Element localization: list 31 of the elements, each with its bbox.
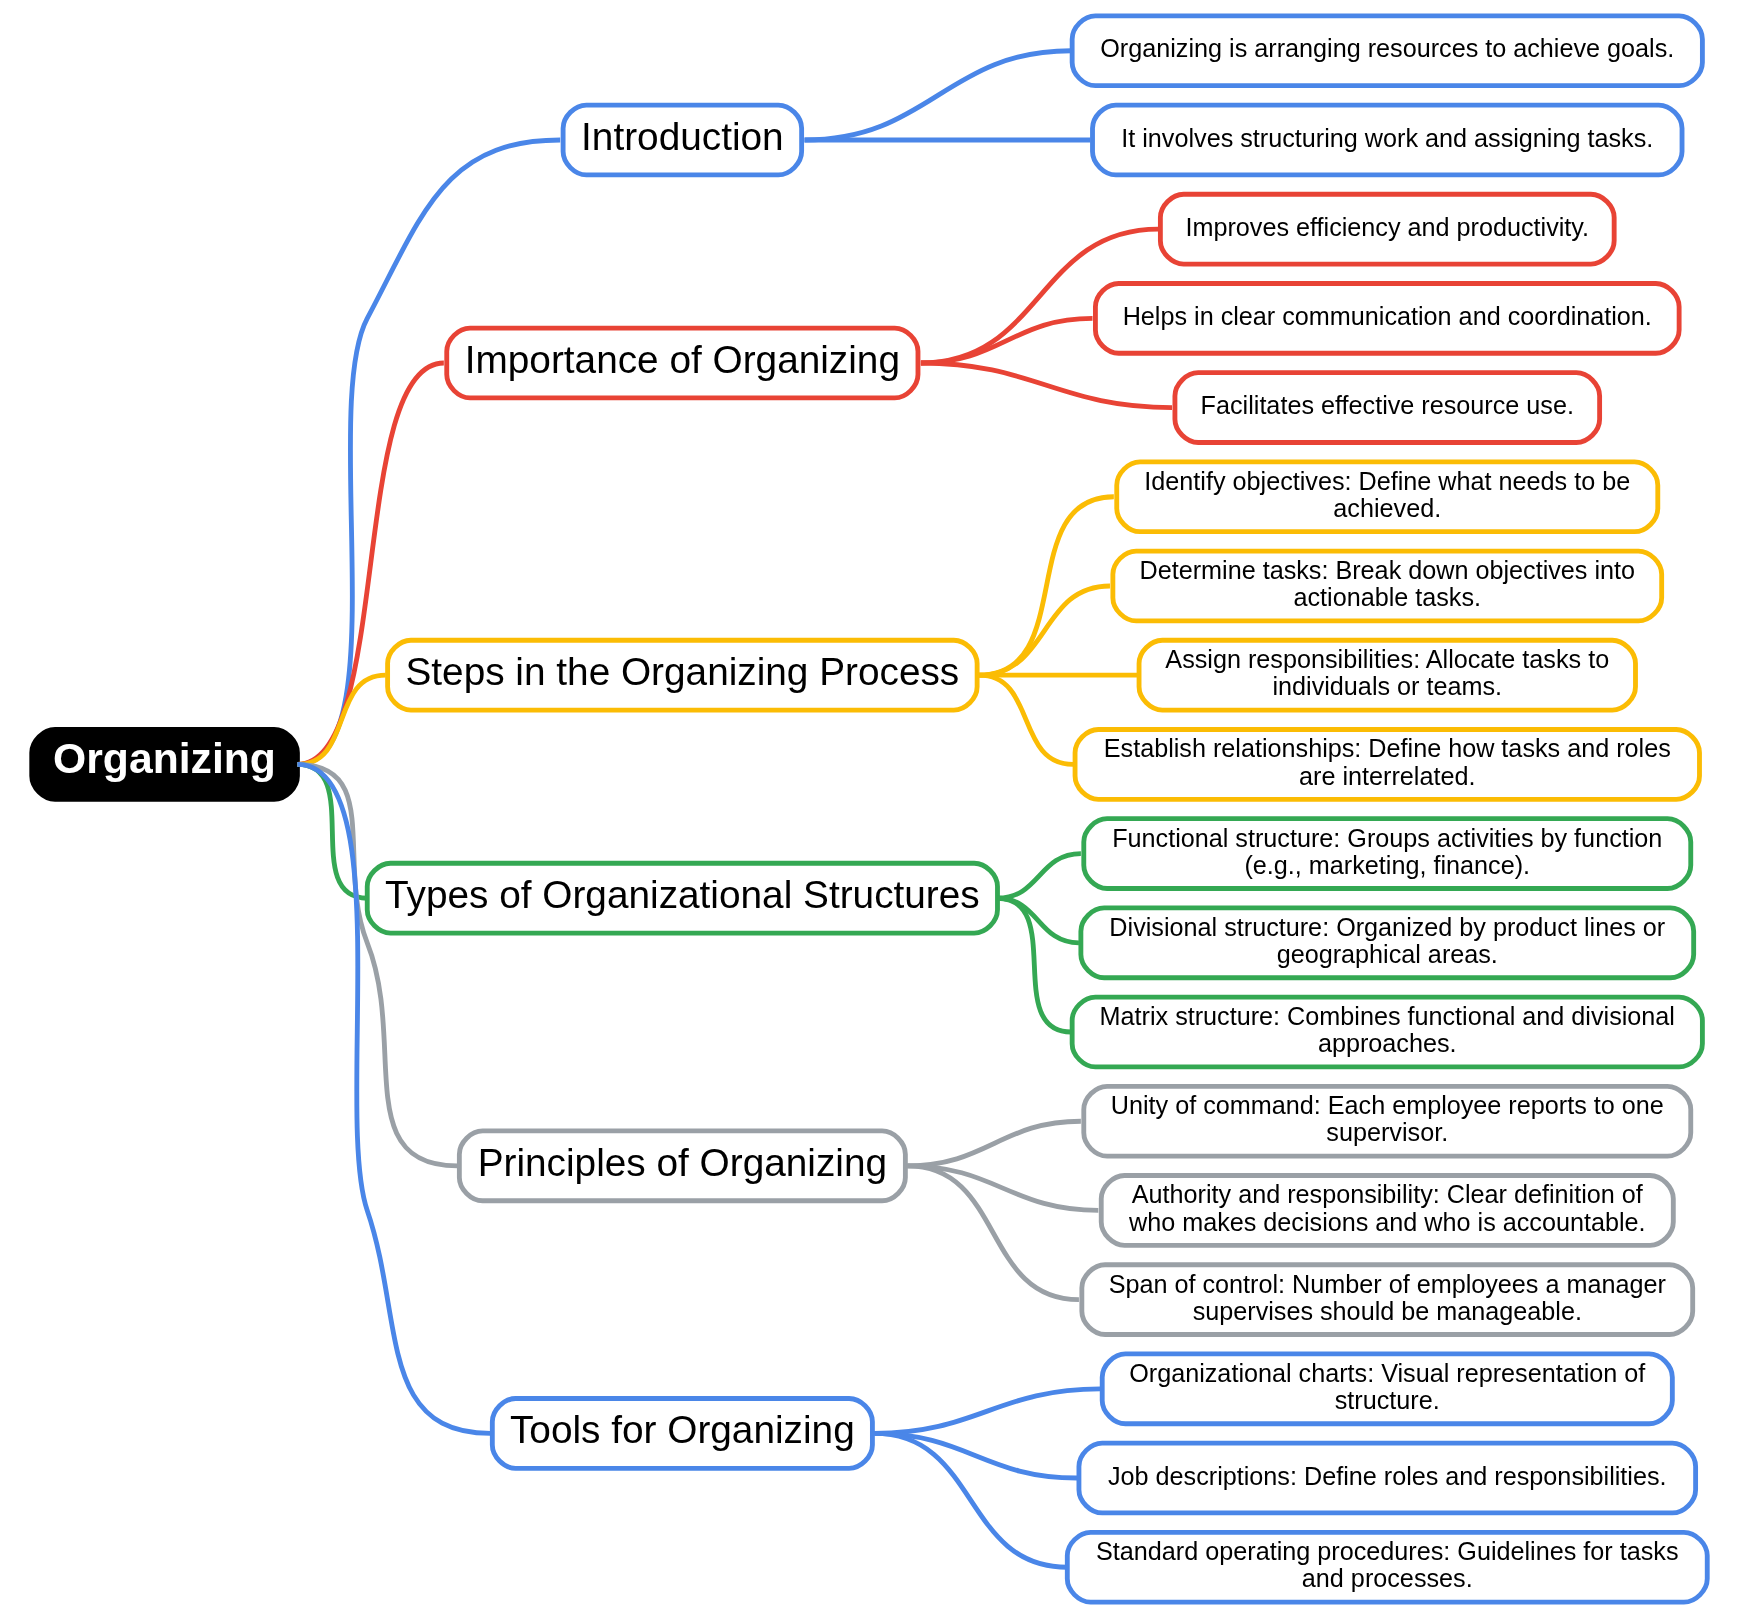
node-box: Establish relationships: Define how tasks and roles are interrelated. [1072,727,1702,802]
node-box: Types of Organizational Structures [364,860,1000,936]
node-box: Principles of Organizing [456,1128,908,1204]
node-box: Steps in the Organizing Process [384,637,980,713]
node-box: Assign responsibilities: Allocate tasks to individuals or teams. [1136,637,1638,713]
connector [906,1163,1079,1303]
connector [978,672,1073,767]
node-box: It involves structuring work and assigning tasks. [1089,102,1684,178]
node-box: Organizing is arranging resources to achieve goals. [1069,13,1705,89]
node-box: Job descriptions: Define roles and responsibilities. [1076,1440,1698,1516]
node-box: Functional structure: Groups activities by function (e.g., marketing, finance). [1080,816,1693,891]
node-box: Standard operating procedures: Guidelines for tasks and processes. [1064,1529,1710,1605]
node-box: Divisional structure: Organized by product lines or geographical areas. [1077,905,1696,981]
node-box: Authority and responsibility: Clear definition of who makes decisions and who is accountable. [1098,1173,1676,1248]
node-box: Identify objectives: Define what needs to be achieved. [1113,459,1660,535]
node-box: Unity of command: Each employee reports to one supervisor. [1080,1083,1693,1159]
node-box: Tools for Organizing [489,1396,875,1471]
connector [920,360,1172,410]
node-box: Facilitates effective resource use. [1172,370,1602,445]
node-box: Determine tasks: Break down objectives into actionable tasks. [1109,548,1664,624]
node-box: Introduction [560,102,804,178]
node-box: Helps in clear communication and coordination. [1092,281,1682,356]
node-box: Matrix structure: Combines functional and divisional approaches. [1069,994,1705,1070]
node-box: Importance of Organizing [443,325,920,401]
node-box: Organizational charts: Visual representation of structure. [1099,1351,1675,1427]
connector [804,137,1091,143]
node-box: Span of control: Number of employees a manager supervises should be manageable. [1078,1262,1695,1337]
connector [873,1431,1068,1570]
connector [296,762,491,1436]
node-box: Organizing [28,727,300,802]
node-box: Improves efficiency and productivity. [1157,191,1617,267]
